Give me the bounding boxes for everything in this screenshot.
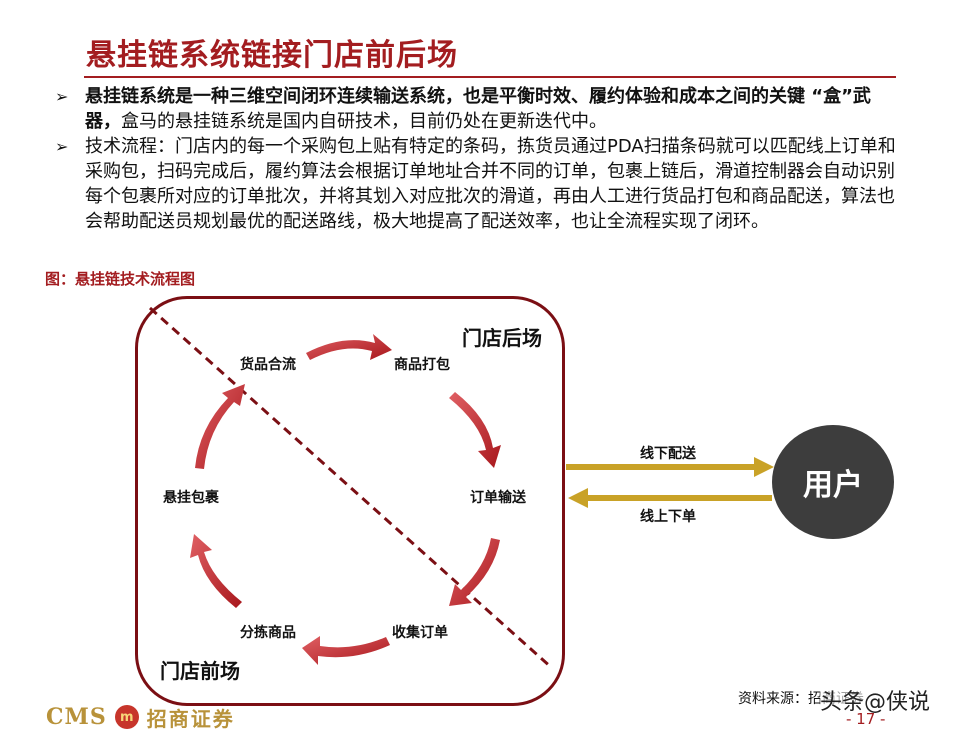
node-merge: 货品合流	[240, 357, 296, 373]
bullet-1: ➢ 悬挂链系统是一种三维空间闭环连续输送系统，也是平衡时效、履约体验和成本之间的…	[55, 84, 905, 134]
company-logo: CMS m 招商证券	[46, 702, 235, 732]
cycle-arrow-delivery-to-collect	[449, 538, 500, 606]
bullet-2-text: 技术流程：门店内的每一个采购包上贴有特定的条码，拣货员通过PDA扫描条码就可以匹…	[85, 136, 896, 232]
cycle-arrow-merge-to-pack	[306, 334, 392, 360]
cycle-arrow-hang-to-merge	[195, 384, 245, 469]
bullet-2: ➢ 技术流程：门店内的每一个采购包上贴有特定的条码，拣货员通过PDA扫描条码就可…	[55, 134, 905, 234]
channel-arrow-inbound	[568, 488, 772, 508]
logo-name: 招商证券	[146, 706, 235, 731]
bullet-1-text: 悬挂链系统是一种三维空间闭环连续输送系统，也是平衡时效、履约体验和成本之间的关键…	[85, 84, 905, 134]
coin-icon: m	[114, 705, 139, 729]
diagram-frame	[135, 296, 565, 706]
zone-back-label: 门店后场	[462, 326, 542, 350]
user-node: 用户	[772, 425, 894, 539]
bullet-1-regular: 盒马的悬挂链系统是国内自研技术，目前仍处在更新迭代中。	[121, 111, 607, 132]
cycle-arrow-sort-to-hang	[190, 534, 242, 608]
figure-label: 图：悬挂链技术流程图	[45, 270, 196, 288]
cycle-arrow-pack-to-delivery	[449, 392, 501, 468]
cycle-arrow-collect-to-sort	[302, 636, 390, 665]
node-collect: 收集订单	[392, 625, 448, 641]
channel-inbound-label: 线上下单	[640, 509, 696, 525]
title-divider	[84, 76, 896, 78]
watermark: 头条@侠说	[820, 684, 931, 716]
zone-front-label: 门店前场	[160, 659, 240, 683]
bullet-1-bold: 悬挂链系统是一种三维空间闭环连续输送系统，也是平衡时效、履约体验和成本之间的关键…	[85, 86, 871, 132]
channel-arrow-outbound	[566, 457, 774, 477]
bullet-arrow-icon: ➢	[55, 137, 69, 156]
logo-cms: CMS	[46, 704, 107, 730]
node-sort: 分拣商品	[240, 625, 296, 641]
page-number: - 17 -	[846, 710, 886, 728]
node-delivery: 订单输送	[470, 490, 526, 506]
node-hang: 悬挂包裹	[163, 490, 219, 506]
bullet-arrow-icon: ➢	[55, 87, 69, 106]
node-pack: 商品打包	[394, 357, 450, 373]
channel-outbound-label: 线下配送	[640, 446, 696, 462]
slide-title: 悬挂链系统链接门店前后场	[86, 38, 458, 73]
